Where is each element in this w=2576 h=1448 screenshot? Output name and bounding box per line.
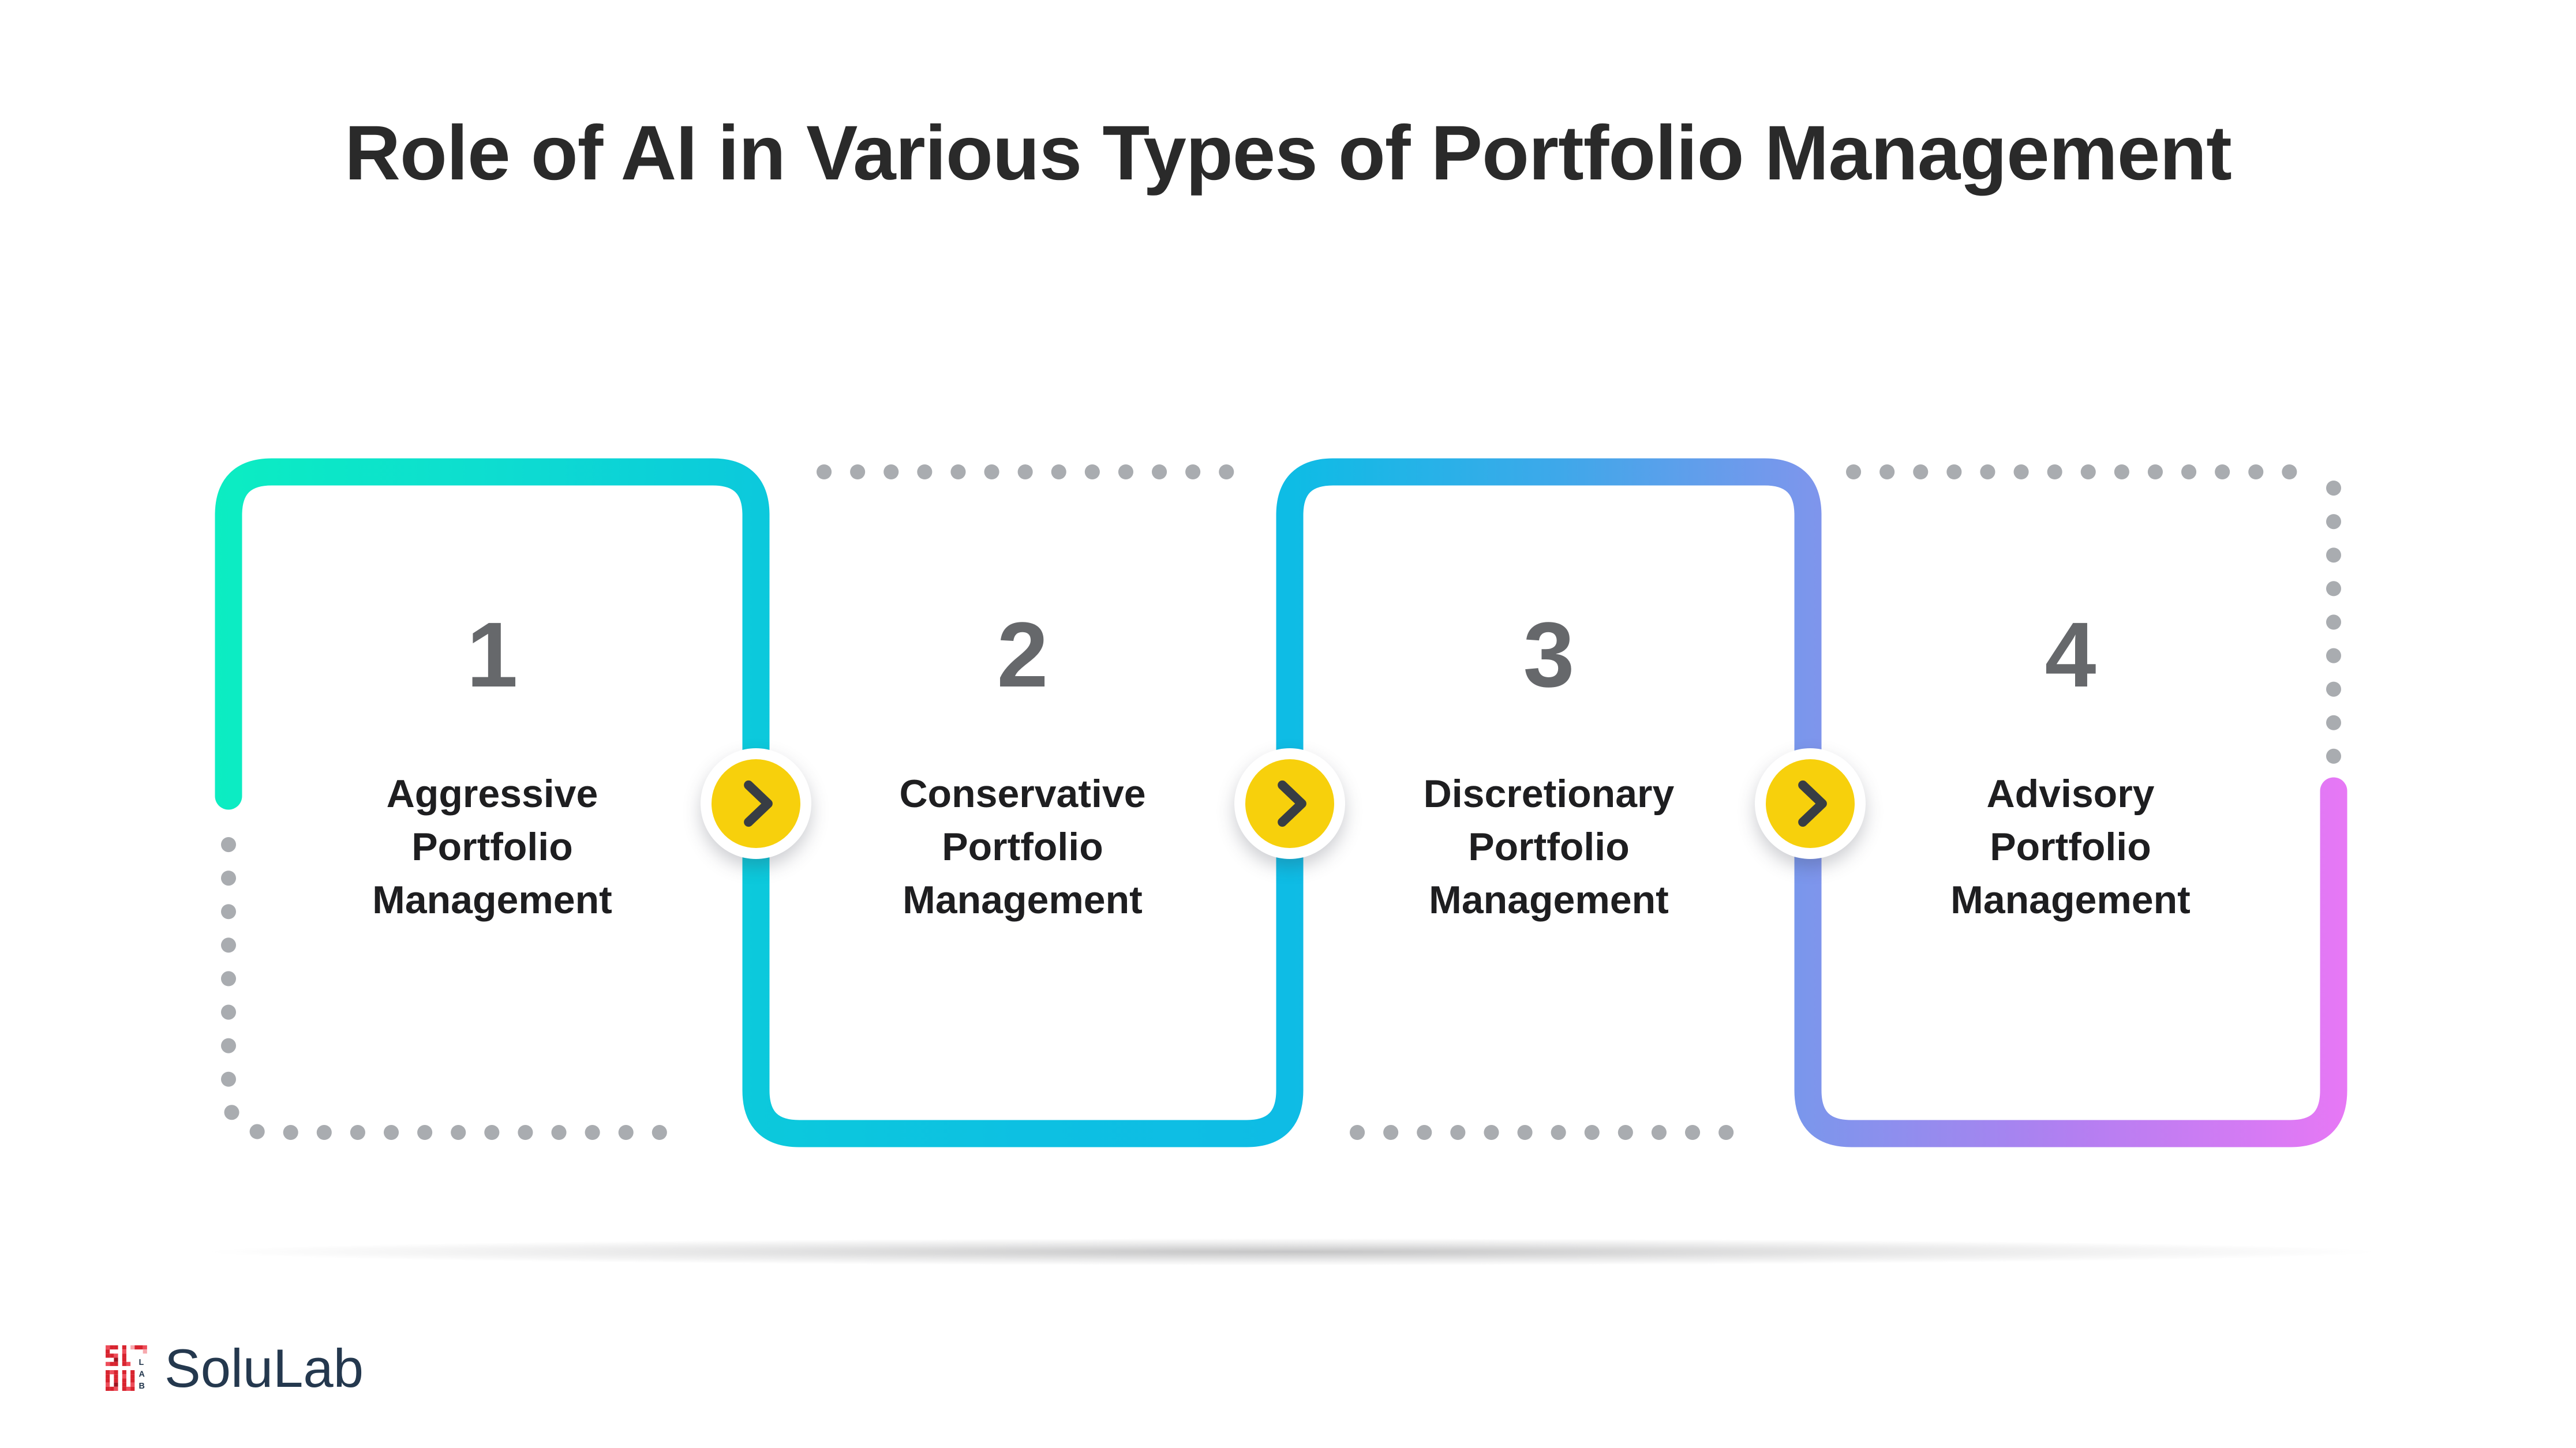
step-card-2: 2 Conservative Portfolio Management [780,609,1265,926]
step-card-4: 4 Advisory Portfolio Management [1828,609,2313,926]
arrow-yellow-disc [712,759,800,848]
step-label-line: Management [903,878,1143,922]
next-step-arrow-3 [1755,748,1866,859]
chevron-right-icon [744,780,773,827]
step-label-line: Portfolio [411,825,573,869]
step-label: Advisory Portfolio Management [1828,767,2313,926]
step-label-line: Discretionary [1423,772,1675,816]
step-label: Conservative Portfolio Management [780,767,1265,926]
arrow-yellow-disc [1766,759,1855,848]
step-number: 3 [1523,603,1575,706]
solulab-logo: L A B SoluLab [106,1340,364,1397]
chevron-right-icon [1278,780,1306,827]
step-card-3: 3 Discretionary Portfolio Management [1306,609,1791,926]
logo-wordmark: SoluLab [164,1338,364,1398]
step-card-1: 1 Aggressive Portfolio Management [250,609,735,926]
step-number: 4 [2045,603,2096,706]
step-number: 2 [997,603,1049,706]
step-label-line: Aggressive [386,772,598,816]
next-step-arrow-1 [701,748,811,859]
step-label-line: Portfolio [1468,825,1630,869]
step-label-line: Management [372,878,612,922]
step-label-line: Conservative [899,772,1146,816]
step-label-line: Portfolio [942,825,1103,869]
solulab-mark-icon: L A B [106,1345,147,1391]
card1-dotted-border [221,837,691,1140]
page-title: Role of AI in Various Types of Portfolio… [345,110,2232,196]
step-label-line: Management [1429,878,1669,922]
step-label: Discretionary Portfolio Management [1306,767,1791,926]
step-label-line: Management [1950,878,2191,922]
step-label: Aggressive Portfolio Management [250,767,735,926]
step-label-line: Advisory [1986,772,2155,816]
step-label-line: Portfolio [1990,825,2151,869]
chevron-right-icon [1798,780,1827,827]
next-step-arrow-2 [1234,748,1345,859]
arrow-yellow-disc [1245,759,1334,848]
logo-letter-a: A [138,1370,144,1379]
step-number: 1 [466,603,518,706]
logo-letter-b: B [138,1382,144,1391]
ground-shadow [184,1238,2399,1266]
logo-letter-l: L [138,1358,144,1367]
